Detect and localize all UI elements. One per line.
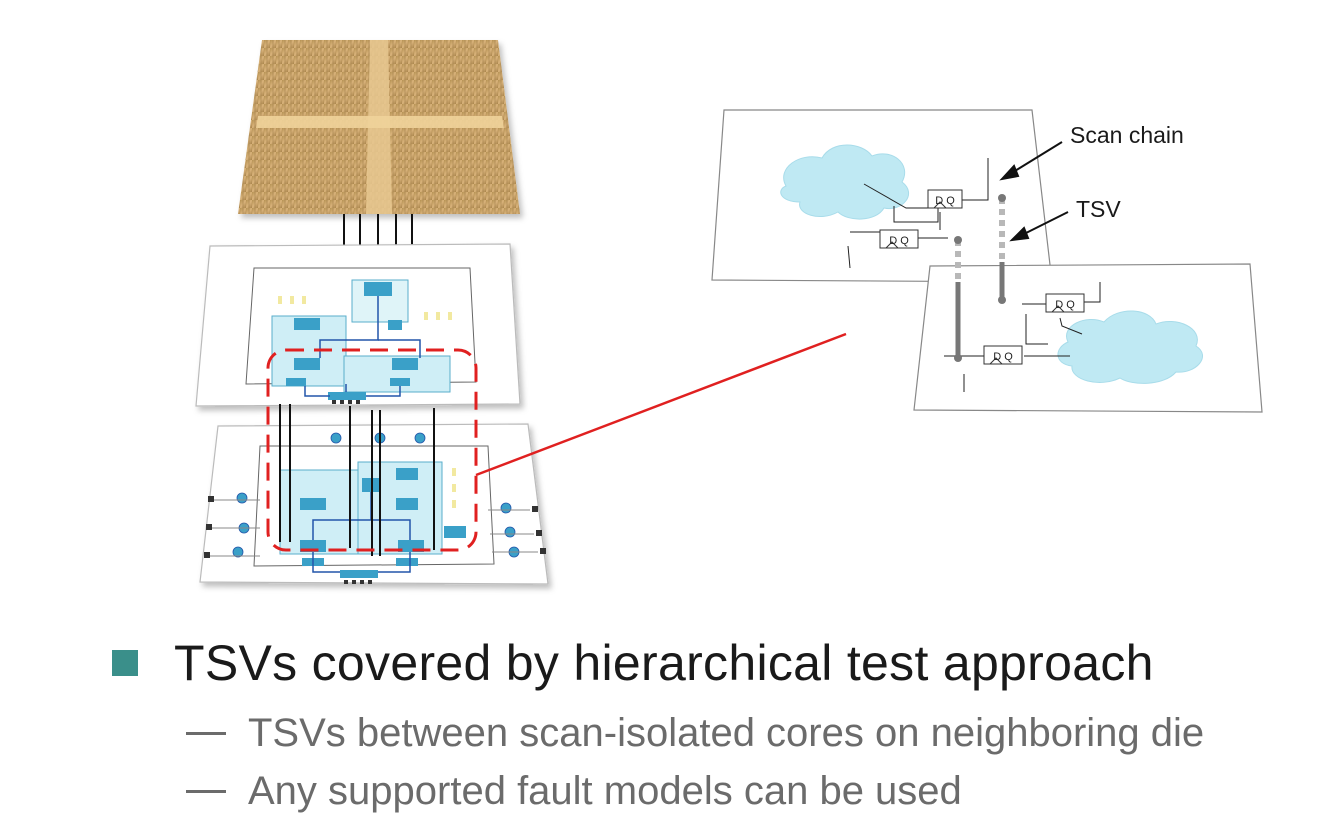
flipflop-label: D Q — [1055, 299, 1075, 311]
tsv-wires-bottom — [279, 404, 435, 556]
detail-upper-plane — [711, 109, 1053, 283]
sub-bullet-1: TSVs between scan-isolated cores on neig… — [186, 708, 1204, 758]
sub-bullet-text: Any supported fault models can be used — [248, 768, 962, 813]
callout-arrows — [999, 141, 1069, 242]
flipflop-2: D Q — [879, 229, 919, 249]
main-bullet-text: TSVs covered by hierarchical test approa… — [174, 635, 1154, 691]
scan-chain-label: Scan chain — [1070, 122, 1184, 148]
flipflop-label: D Q — [889, 235, 909, 247]
sub-bullet-2: Any supported fault models can be used — [186, 766, 962, 816]
middle-die — [195, 243, 521, 407]
flipflop-label: D Q — [935, 195, 955, 207]
dash-icon — [186, 789, 226, 793]
flipflop-label: D Q — [993, 351, 1013, 363]
flipflop-1: D Q — [927, 189, 963, 209]
bullet-square-icon — [112, 650, 138, 676]
top-die — [238, 40, 520, 214]
detail-lower-plane — [913, 263, 1263, 413]
cloud-upper — [780, 144, 909, 220]
cloud-lower — [1057, 310, 1203, 384]
sub-bullet-text: TSVs between scan-isolated cores on neig… — [248, 710, 1205, 755]
bottom-die — [199, 400, 549, 585]
flipflop-3: D Q — [1045, 293, 1085, 313]
highlight-region — [266, 332, 847, 552]
tsv-columns — [954, 194, 1006, 362]
flipflop-4: D Q — [983, 345, 1023, 365]
main-bullet: TSVs covered by hierarchical test approa… — [112, 628, 1154, 698]
tsv-label: TSV — [1076, 196, 1121, 222]
dash-icon — [186, 731, 226, 735]
